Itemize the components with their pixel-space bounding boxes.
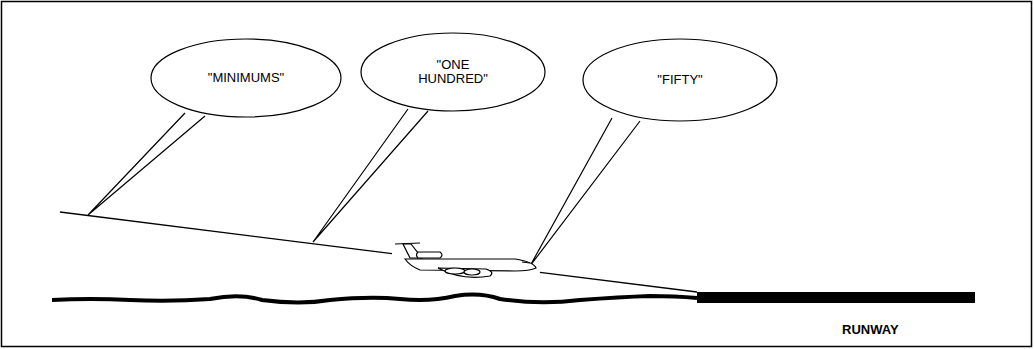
callout-leader [530,118,640,266]
callout-text: "ONE HUNDRED" [413,58,493,86]
callout-text: "FIFTY" [657,73,702,87]
runway-label: RUNWAY [842,322,899,337]
callout-text: "MINIMUMS" [208,71,284,85]
bubble-text-holder: "MINIMUMS" [150,38,342,118]
callout-bubble: "FIFTY" [582,38,778,122]
runway-bar [697,292,975,303]
bubble-text-holder: "ONE HUNDRED" [360,32,546,112]
callout-leader [313,109,428,242]
callout-bubble: "MINIMUMS" [150,38,342,118]
callout-leader [88,113,205,215]
bubble-ellipse [583,39,777,121]
callout-bubble: "ONE HUNDRED" [360,32,546,112]
bubble-ellipse [151,39,341,117]
terrain-line [52,295,697,303]
bubble-ellipse [361,33,545,111]
glide-path [60,212,392,254]
aircraft-symbol [395,243,536,277]
glide-path [540,272,697,292]
bubble-text-holder: "FIFTY" [582,38,778,122]
